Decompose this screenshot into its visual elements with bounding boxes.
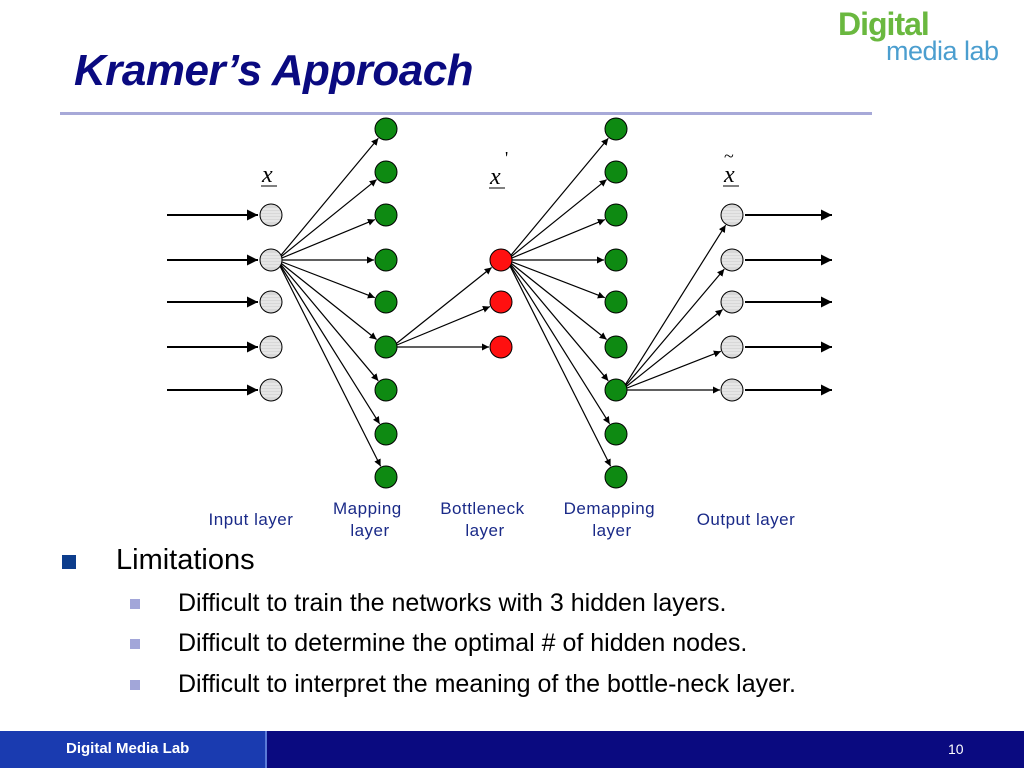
mapping-node bbox=[374, 422, 398, 446]
mapping-node bbox=[374, 290, 398, 314]
input-to-mapping-arrow bbox=[276, 259, 379, 382]
footer-tab: Digital Media Lab bbox=[0, 731, 267, 768]
footer-lab-name: Digital Media Lab bbox=[66, 740, 190, 757]
input-to-mapping-arrow bbox=[276, 137, 379, 261]
sub-bullet-text: Difficult to determine the optimal # of … bbox=[178, 629, 748, 657]
demapping-node bbox=[604, 422, 628, 446]
bottleneck-to-demapping-arrow bbox=[506, 259, 607, 340]
demapping-to-output-arrow bbox=[621, 224, 727, 391]
mapping-node bbox=[374, 117, 398, 141]
bottleneck-to-demapping-arrow bbox=[506, 259, 606, 299]
mapping-layer-label: Mapping layer bbox=[333, 499, 407, 540]
input-to-mapping-arrow bbox=[276, 219, 376, 261]
output-variable-label: x bbox=[723, 162, 735, 188]
bottleneck-to-demapping-arrow bbox=[506, 219, 606, 261]
bottleneck-to-demapping-arrow bbox=[506, 259, 609, 382]
input-variable-label: x bbox=[261, 162, 273, 188]
title-underline bbox=[60, 112, 872, 115]
demapping-node bbox=[604, 248, 628, 272]
layer-labels: Input layer Mapping layer Bottleneck lay… bbox=[209, 499, 796, 540]
demapping-node bbox=[604, 160, 628, 184]
digital-media-lab-logo: Digital media lab bbox=[836, 6, 1018, 66]
sub-bullet-text: Difficult to train the networks with 3 h… bbox=[178, 589, 727, 617]
bullet-main-text: Limitations bbox=[116, 544, 255, 576]
mapping-to-bottleneck-arrow bbox=[391, 267, 492, 348]
bottleneck-node bbox=[489, 248, 513, 272]
mapping-node bbox=[374, 378, 398, 402]
sub-bullet-square-icon bbox=[130, 639, 140, 649]
bottleneck-node bbox=[489, 335, 513, 359]
logo-text-digital: Digital bbox=[838, 6, 930, 42]
demapping-to-output-arrow bbox=[621, 309, 724, 391]
bottleneck-variable-label: x bbox=[489, 164, 501, 190]
bottleneck-prime-mark: ' bbox=[505, 148, 508, 168]
demapping-to-output-arrow bbox=[621, 350, 722, 391]
slide-footer: Digital Media Lab 10 bbox=[0, 731, 1024, 768]
demapping-node bbox=[604, 335, 628, 359]
demapping-node bbox=[604, 378, 628, 402]
connection-arrows bbox=[167, 137, 832, 467]
bottleneck-to-demapping-arrow bbox=[506, 179, 608, 261]
demapping-node bbox=[604, 465, 628, 489]
input-layer-label: Input layer bbox=[209, 510, 294, 529]
demapping-node bbox=[604, 290, 628, 314]
input-to-mapping-arrow bbox=[276, 259, 381, 425]
input-to-mapping-arrow bbox=[276, 259, 376, 299]
input-to-mapping-arrow bbox=[276, 259, 382, 467]
autoencoder-network-diagram: x x ' ~ x Input layer Mapping layer Bott… bbox=[167, 117, 832, 540]
bottleneck-layer-label: Bottleneck layer bbox=[440, 499, 530, 540]
bottleneck-to-demapping-arrow bbox=[506, 259, 612, 467]
demapping-to-output-arrow bbox=[621, 268, 725, 391]
bottleneck-to-demapping-arrow bbox=[506, 259, 611, 425]
sub-bullet-text: Difficult to interpret the meaning of th… bbox=[178, 670, 796, 698]
sub-bullet-square-icon bbox=[130, 599, 140, 609]
bottleneck-node bbox=[489, 290, 513, 314]
page-number: 10 bbox=[948, 741, 964, 757]
demapping-node bbox=[604, 117, 628, 141]
mapping-node bbox=[374, 160, 398, 184]
input-to-mapping-arrow bbox=[276, 259, 377, 340]
mapping-node bbox=[374, 465, 398, 489]
bullet-square-icon bbox=[62, 555, 76, 569]
mapping-node bbox=[374, 248, 398, 272]
input-to-mapping-arrow bbox=[276, 179, 378, 261]
sub-bullet-square-icon bbox=[130, 680, 140, 690]
mapping-node bbox=[374, 335, 398, 359]
mapping-node bbox=[374, 203, 398, 227]
logo-text-media-lab: media lab bbox=[886, 36, 999, 66]
bottleneck-to-demapping-arrow bbox=[506, 137, 609, 261]
output-tilde-mark: ~ bbox=[724, 146, 734, 166]
slide-title: Kramer’s Approach bbox=[74, 46, 474, 95]
mapping-to-bottleneck-arrow bbox=[391, 306, 491, 348]
demapping-layer-label: Demapping layer bbox=[564, 499, 661, 540]
demapping-node bbox=[604, 203, 628, 227]
network-nodes bbox=[259, 117, 744, 489]
output-layer-label: Output layer bbox=[697, 510, 796, 529]
